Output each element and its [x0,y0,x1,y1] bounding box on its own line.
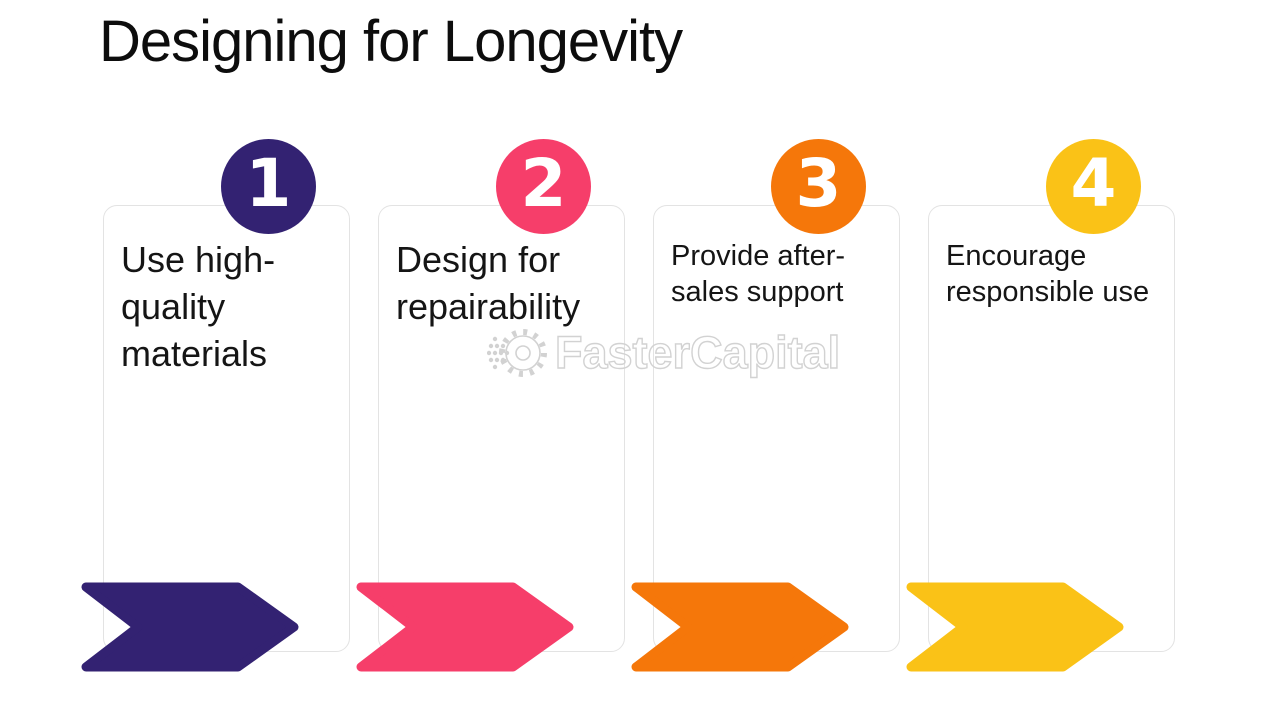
step-number-badge-4: 4 [1046,139,1141,234]
step-card-3: Provide after-sales support [653,205,900,652]
step-label: Design for repairability [396,239,581,327]
step-number: 3 [795,145,842,222]
step-label: Provide after-sales support [671,240,846,308]
arrow-step-4 [906,582,1124,672]
arrow-step-3 [631,582,849,672]
step-card-2: Design for repairability [378,205,625,652]
step-number-badge-2: 2 [496,139,591,234]
process-arrows [81,582,1124,672]
step-card-1: Use high-quality materials [103,205,350,652]
page-title: Designing for Longevity [99,9,683,74]
step-number: 4 [1070,145,1117,222]
step-number-badge-1: 1 [221,139,316,234]
step-number: 1 [245,145,292,222]
step-number-badge-3: 3 [771,139,866,234]
step-number: 2 [520,145,567,222]
step-label: Use high-quality materials [121,239,276,374]
step-label: Encourage responsible use [946,240,1150,308]
arrow-step-1 [81,582,299,672]
arrow-step-2 [356,582,574,672]
